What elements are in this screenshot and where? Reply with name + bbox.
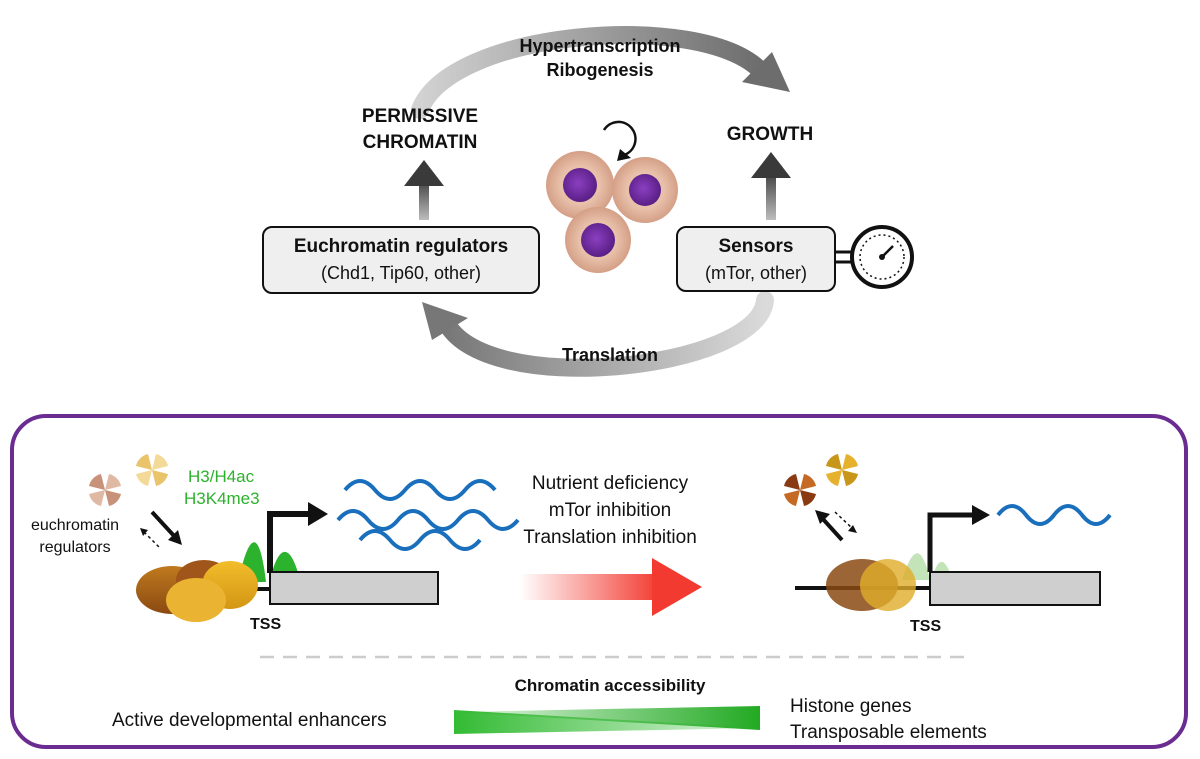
translation-inhibition-label: Translation inhibition: [523, 527, 697, 548]
regulators-label-line2: regulators: [39, 539, 111, 556]
sensors-title: Sensors: [718, 236, 794, 257]
growth-label: GROWTH: [726, 124, 814, 145]
regulator-pinwheel-right-1: [784, 474, 816, 506]
permissive-chromatin-line1: PERMISSIVE: [361, 106, 479, 127]
dividing-cells: [546, 151, 678, 273]
nutrient-deficiency-label: Nutrient deficiency: [531, 473, 689, 494]
regulators-label-line1: euchromatin: [30, 517, 120, 534]
release-arrows-right: [815, 510, 857, 542]
translation-label: Translation: [561, 345, 659, 365]
tss-arrow-left: [267, 502, 328, 573]
bottom-cycle-arrow: [422, 291, 774, 377]
tss-label-right: TSS: [910, 618, 942, 635]
transition-arrow: [520, 558, 702, 616]
active-enhancers-label: Active developmental enhancers: [112, 710, 387, 731]
regulator-pinwheel-right-2: [826, 454, 858, 486]
h3k4me3-label: H3K4me3: [184, 489, 260, 508]
transition-conditions: Nutrient deficiency mTor inhibition Tran…: [490, 470, 730, 551]
permissive-chromatin-label: PERMISSIVE CHROMATIN: [330, 104, 510, 156]
tss-arrow-right: [927, 505, 990, 572]
accessibility-wedges: [454, 706, 760, 734]
transcript-right: [996, 504, 1112, 526]
histone-te-label: Histone genes Transposable elements: [790, 694, 987, 746]
gauge-icon: [834, 225, 914, 289]
histone-genes-label: Histone genes: [790, 696, 912, 717]
gene-body-right: [929, 571, 1101, 606]
h3-h4ac-label: H3/H4ac: [188, 467, 255, 486]
chromatin-accessibility-title: Chromatin accessibility: [514, 676, 706, 695]
binding-arrows-left: [140, 510, 182, 549]
regulator-pinwheel-left-2: [136, 454, 168, 486]
euchromatin-regulators-box: Euchromatin regulators (Chd1, Tip60, oth…: [262, 226, 540, 294]
tss-label-left: TSS: [250, 616, 282, 633]
permissive-chromatin-line2: CHROMATIN: [362, 132, 478, 153]
top-cycle-arrow: [411, 26, 790, 119]
transcripts-left: [336, 479, 520, 551]
chromatin-state-panel: [10, 414, 1188, 749]
regulator-pinwheel-left-1: [89, 474, 121, 506]
mtor-inhibition-label: mTor inhibition: [548, 500, 672, 521]
euchromatin-regulators-subtitle: (Chd1, Tip60, other): [320, 263, 482, 283]
up-arrow-growth: [751, 152, 791, 220]
up-arrow-permissive: [404, 160, 444, 220]
ribogenesis-label: Ribogenesis: [546, 60, 654, 80]
euchromatin-regulators-title: Euchromatin regulators: [293, 236, 509, 257]
nucleosomes-right: [826, 559, 916, 611]
sensors-subtitle: (mTor, other): [704, 263, 808, 283]
sensors-box: Sensors (mTor, other): [676, 226, 836, 292]
gene-body-left: [269, 571, 439, 605]
histone-marks-label: H3/H4ac H3K4me3: [184, 466, 260, 510]
top-arrow-label: Hypertranscription Ribogenesis: [490, 34, 710, 82]
nucleosomes-left: [136, 560, 258, 622]
cell-cycle-icon: [602, 120, 637, 161]
hypertranscription-label: Hypertranscription: [519, 36, 681, 56]
euchromatin-regulators-label: euchromatin regulators: [20, 515, 130, 559]
transposable-elements-label: Transposable elements: [790, 722, 987, 743]
